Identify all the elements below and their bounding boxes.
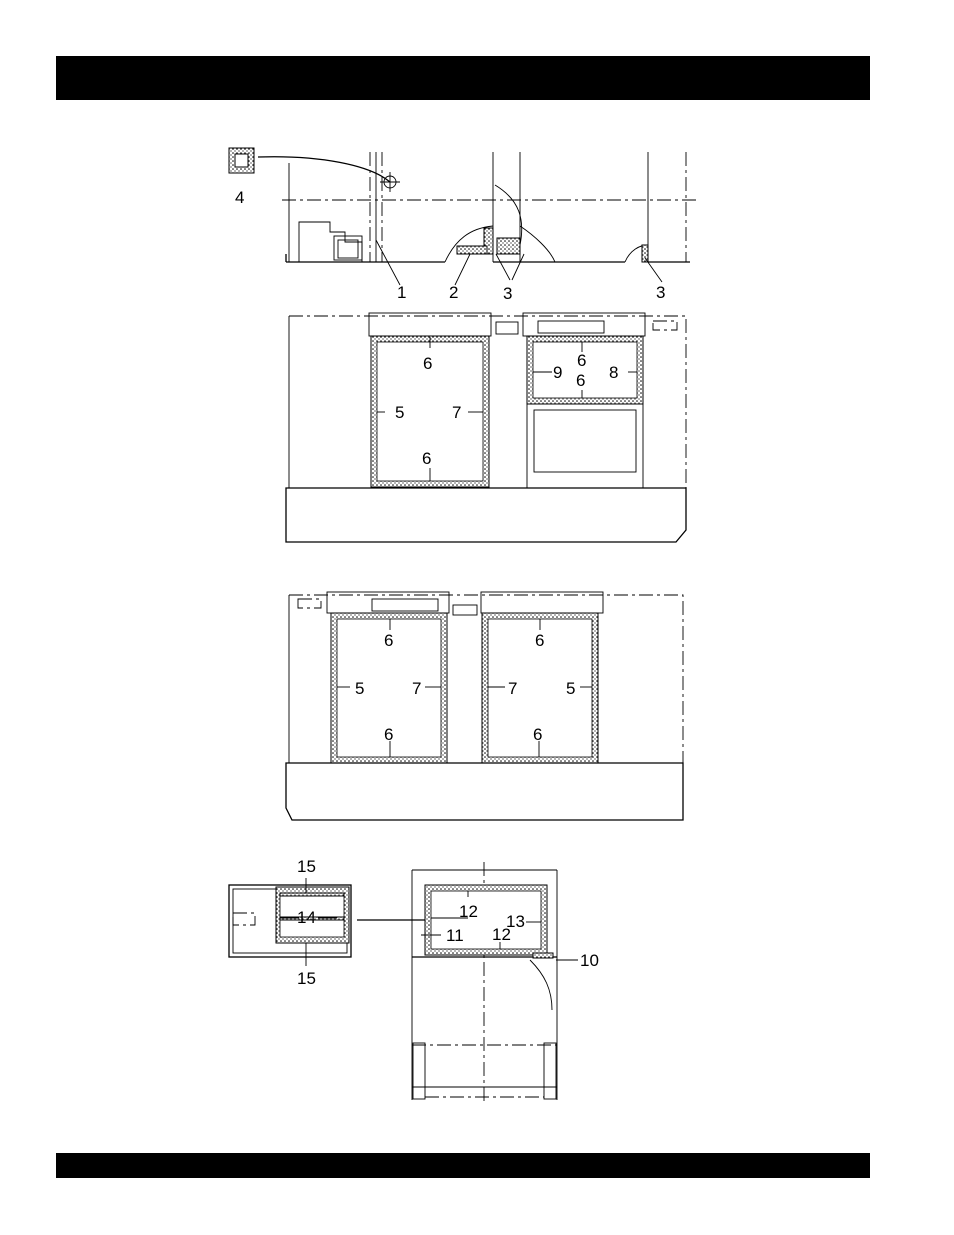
top-elevation-view: 4 1 2 3 3 — [229, 148, 700, 303]
callout-5: 5 — [355, 679, 364, 698]
callout-12: 12 — [459, 902, 478, 921]
callout-11: 11 — [446, 926, 464, 945]
front-elevation-view-1: 6 5 7 6 6 9 8 6 — [286, 313, 686, 542]
callout-5: 5 — [395, 403, 404, 422]
callout-6: 6 — [577, 351, 586, 370]
callout-14: 14 — [297, 908, 316, 927]
callout-3a: 3 — [503, 284, 512, 303]
callout-6: 6 — [384, 631, 393, 650]
footer-bar — [56, 1153, 870, 1178]
base-skid-1 — [286, 488, 686, 542]
side-view: 15 14 15 12 13 11 12 10 — [229, 857, 599, 1105]
front-elevation-view-2: 6 5 7 6 6 7 5 6 — [286, 592, 683, 820]
callout-15: 15 — [297, 857, 316, 876]
callout-4: 4 — [235, 188, 244, 207]
callout-5: 5 — [566, 679, 575, 698]
callout-6: 6 — [423, 354, 432, 373]
callout-6: 6 — [384, 725, 393, 744]
callout-8: 8 — [609, 363, 618, 382]
callout-6: 6 — [576, 371, 585, 390]
callout-6: 6 — [422, 449, 431, 468]
callout-7: 7 — [452, 403, 461, 422]
callout-6: 6 — [535, 631, 544, 650]
callout-9: 9 — [553, 363, 562, 382]
callout-7: 7 — [412, 679, 421, 698]
callout-2: 2 — [449, 283, 458, 302]
callout-15: 15 — [297, 969, 316, 988]
callout-12: 12 — [492, 925, 511, 944]
callout-6: 6 — [533, 725, 542, 744]
callout-1: 1 — [397, 283, 406, 302]
base-skid-2 — [286, 763, 683, 820]
callout-10: 10 — [580, 951, 599, 970]
callout-7: 7 — [508, 679, 517, 698]
callout-3b: 3 — [656, 283, 665, 302]
